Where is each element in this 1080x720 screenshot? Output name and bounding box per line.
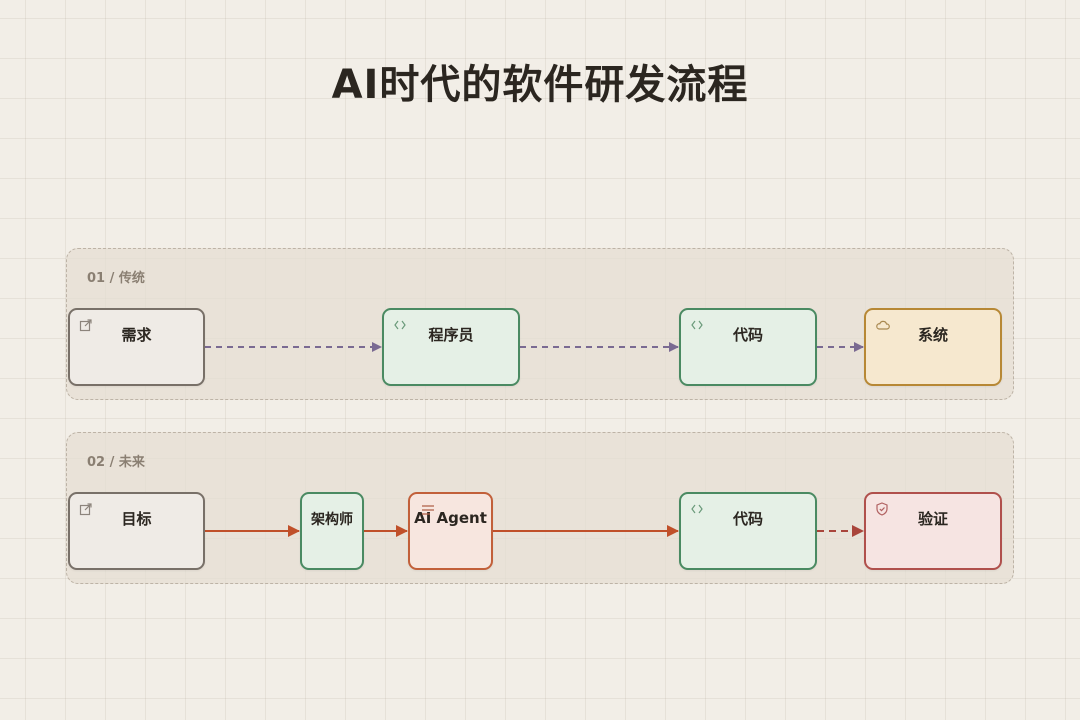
cloud-icon — [875, 318, 890, 332]
node-system[interactable]: 系统 — [864, 308, 1002, 386]
node-label: 代码 — [732, 325, 763, 344]
node-label: 代码 — [732, 509, 763, 528]
lines-icon — [421, 503, 435, 517]
node-requirement[interactable]: 需求 — [68, 308, 205, 386]
code-icon — [690, 318, 704, 332]
node-verify[interactable]: 验证 — [864, 492, 1002, 570]
code-icon — [690, 502, 704, 516]
node-architect[interactable]: 架构师 — [300, 492, 364, 570]
node-goal[interactable]: 目标 — [68, 492, 205, 570]
lane-label: 01 / 传统 — [87, 271, 145, 286]
page-title: AI时代的软件研发流程 — [331, 62, 749, 108]
code-icon — [393, 318, 407, 332]
node-label: 目标 — [121, 509, 152, 528]
node-programmer[interactable]: 程序员 — [382, 308, 520, 386]
external-link-icon — [79, 318, 93, 332]
node-label: 系统 — [917, 325, 948, 344]
lane-label: 02 / 未来 — [87, 455, 145, 470]
node-label: 程序员 — [428, 325, 474, 344]
node-code[interactable]: 代码 — [679, 492, 817, 570]
lane-traditional: 01 / 传统 — [66, 248, 1014, 400]
shield-icon — [875, 502, 889, 516]
node-label: AI Agent — [414, 509, 487, 527]
node-label: 需求 — [121, 325, 152, 344]
node-label: 架构师 — [311, 512, 353, 528]
node-ai-agent[interactable]: AI Agent — [408, 492, 493, 570]
lane-future: 02 / 未来 — [66, 432, 1014, 584]
node-label: 验证 — [917, 509, 948, 528]
node-code[interactable]: 代码 — [679, 308, 817, 386]
external-link-icon — [79, 502, 93, 516]
